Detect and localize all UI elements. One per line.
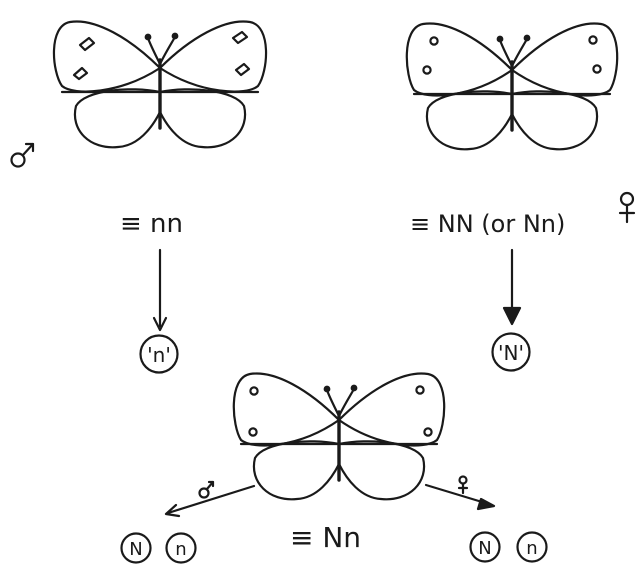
male-genotype-label: ≡ nn bbox=[120, 209, 183, 239]
offspring-male-gamete-2-label: n bbox=[175, 539, 186, 560]
female-gamete: 'N' bbox=[491, 332, 531, 372]
female-parent-butterfly bbox=[405, 22, 619, 151]
offspring-female-arrow bbox=[424, 483, 496, 511]
female-gamete-label: 'N' bbox=[498, 341, 524, 365]
offspring-female-gamete-1-label: N bbox=[478, 538, 491, 559]
offspring-male-gamete-2: n bbox=[165, 532, 197, 564]
offspring-male-symbol bbox=[198, 480, 215, 499]
male-sex-symbol bbox=[10, 142, 35, 168]
female-genotype-label: ≡ NN (or Nn) bbox=[410, 210, 565, 238]
male-parent-butterfly bbox=[52, 20, 268, 149]
offspring-male-arrow bbox=[164, 484, 256, 518]
offspring-female-gamete-2: n bbox=[516, 531, 548, 563]
offspring-butterfly bbox=[232, 372, 446, 501]
offspring-female-gamete-2-label: n bbox=[526, 538, 537, 559]
offspring-female-gamete-1: N bbox=[469, 531, 501, 563]
female-sex-symbol bbox=[618, 191, 636, 224]
male-gamete-label: 'n' bbox=[147, 343, 171, 367]
male-gamete: 'n' bbox=[139, 334, 179, 374]
offspring-male-gamete-1: N bbox=[120, 532, 152, 564]
offspring-female-symbol bbox=[457, 475, 469, 495]
offspring-male-gamete-1-label: N bbox=[129, 539, 142, 560]
female-parent-arrow bbox=[502, 248, 522, 326]
male-parent-arrow bbox=[152, 248, 168, 332]
offspring-genotype-label: ≡ Nn bbox=[290, 521, 361, 554]
